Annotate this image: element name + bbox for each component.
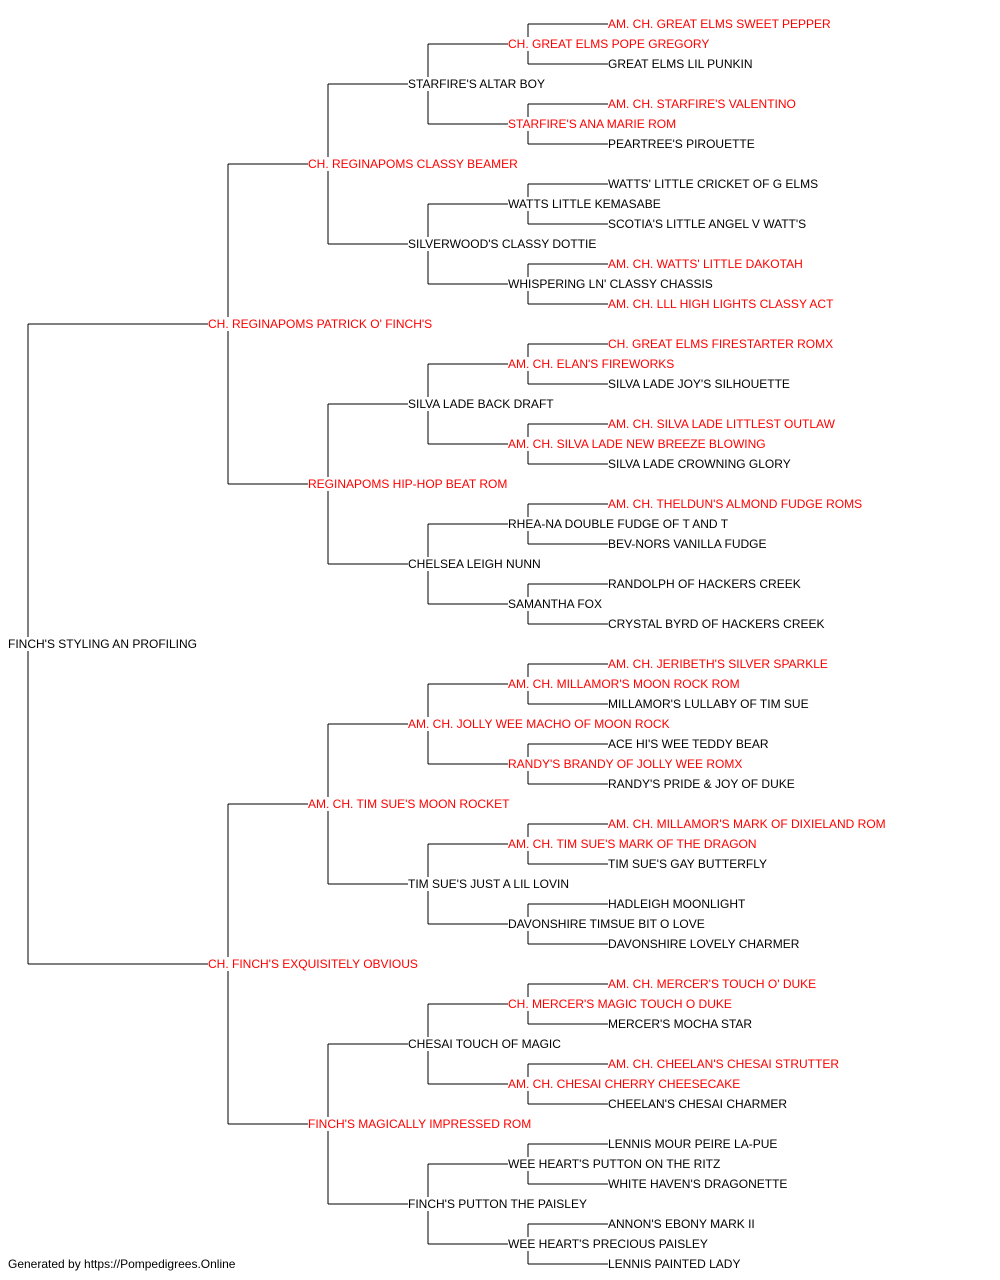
ancestor-name[interactable]: SILVA LADE BACK DRAFT: [408, 397, 556, 411]
ancestor-name[interactable]: SCOTIA'S LITTLE ANGEL V WATT'S: [608, 217, 809, 231]
ancestor-name[interactable]: CH. FINCH'S EXQUISITELY OBVIOUS: [208, 957, 420, 971]
ancestor-name[interactable]: HADLEIGH MOONLIGHT: [608, 897, 748, 911]
ancestor-name[interactable]: FINCH'S PUTTON THE PAISLEY: [408, 1197, 589, 1211]
ancestor-name[interactable]: AM. CH. MERCER'S TOUCH O' DUKE: [608, 977, 819, 991]
ancestor-name[interactable]: GREAT ELMS LIL PUNKIN: [608, 57, 755, 71]
ancestor-name[interactable]: AM. CH. MILLAMOR'S MOON ROCK ROM: [508, 677, 742, 691]
ancestor-name[interactable]: AM. CH. ELAN'S FIREWORKS: [508, 357, 677, 371]
ancestor-name[interactable]: ANNON'S EBONY MARK II: [608, 1217, 757, 1231]
ancestor-name[interactable]: AM. CH. TIM SUE'S MARK OF THE DRAGON: [508, 837, 759, 851]
ancestor-name[interactable]: CH. GREAT ELMS POPE GREGORY: [508, 37, 712, 51]
ancestor-name[interactable]: RANDY'S PRIDE & JOY OF DUKE: [608, 777, 797, 791]
ancestor-name[interactable]: LENNIS PAINTED LADY: [608, 1257, 743, 1271]
ancestor-name[interactable]: CH. REGINAPOMS PATRICK O' FINCH'S: [208, 317, 435, 331]
ancestor-name[interactable]: WHITE HAVEN'S DRAGONETTE: [608, 1177, 790, 1191]
ancestor-name[interactable]: CH. MERCER'S MAGIC TOUCH O DUKE: [508, 997, 734, 1011]
ancestor-name[interactable]: CHESAI TOUCH OF MAGIC: [408, 1037, 563, 1051]
ancestor-name[interactable]: WATTS LITTLE KEMASABE: [508, 197, 663, 211]
ancestor-name[interactable]: WEE HEART'S PRECIOUS PAISLEY: [508, 1237, 710, 1251]
ancestor-name[interactable]: MERCER'S MOCHA STAR: [608, 1017, 755, 1031]
ancestor-name[interactable]: AM. CH. SILVA LADE LITTLEST OUTLAW: [608, 417, 837, 431]
ancestor-name[interactable]: AM. CH. CHEELAN'S CHESAI STRUTTER: [608, 1057, 841, 1071]
ancestor-name[interactable]: PEARTREE'S PIROUETTE: [608, 137, 757, 151]
ancestor-name[interactable]: TIM SUE'S GAY BUTTERFLY: [608, 857, 769, 871]
ancestor-name[interactable]: STARFIRE'S ALTAR BOY: [408, 77, 547, 91]
ancestor-name[interactable]: RANDY'S BRANDY OF JOLLY WEE ROMX: [508, 757, 745, 771]
ancestor-name[interactable]: CH. GREAT ELMS FIRESTARTER ROMX: [608, 337, 836, 351]
ancestor-name[interactable]: WATTS' LITTLE CRICKET OF G ELMS: [608, 177, 821, 191]
ancestor-name[interactable]: DAVONSHIRE TIMSUE BIT O LOVE: [508, 917, 707, 931]
ancestor-name[interactable]: AM. CH. LLL HIGH LIGHTS CLASSY ACT: [608, 297, 836, 311]
ancestor-name[interactable]: ACE HI'S WEE TEDDY BEAR: [608, 737, 771, 751]
subject-dog-name[interactable]: FINCH'S STYLING AN PROFILING: [8, 637, 199, 651]
ancestor-name[interactable]: AM. CH. STARFIRE'S VALENTINO: [608, 97, 798, 111]
ancestor-name[interactable]: SAMANTHA FOX: [508, 597, 605, 611]
ancestor-name[interactable]: STARFIRE'S ANA MARIE ROM: [508, 117, 679, 131]
ancestor-name[interactable]: AM. CH. THELDUN'S ALMOND FUDGE ROMS: [608, 497, 865, 511]
ancestor-name[interactable]: FINCH'S MAGICALLY IMPRESSED ROM: [308, 1117, 534, 1131]
ancestor-name[interactable]: CRYSTAL BYRD OF HACKERS CREEK: [608, 617, 827, 631]
ancestor-name[interactable]: AM. CH. CHESAI CHERRY CHEESECAKE: [508, 1077, 743, 1091]
ancestor-name[interactable]: CH. REGINAPOMS CLASSY BEAMER: [308, 157, 520, 171]
ancestor-name[interactable]: REGINAPOMS HIP-HOP BEAT ROM: [308, 477, 510, 491]
ancestor-name[interactable]: CHELSEA LEIGH NUNN: [408, 557, 543, 571]
ancestor-name[interactable]: AM. CH. GREAT ELMS SWEET PEPPER: [608, 17, 833, 31]
ancestor-name[interactable]: AM. CH. WATTS' LITTLE DAKOTAH: [608, 257, 805, 271]
ancestor-name[interactable]: AM. CH. SILVA LADE NEW BREEZE BLOWING: [508, 437, 768, 451]
ancestor-name[interactable]: MILLAMOR'S LULLABY OF TIM SUE: [608, 697, 811, 711]
ancestor-name[interactable]: DAVONSHIRE LOVELY CHARMER: [608, 937, 802, 951]
ancestor-name[interactable]: RHEA-NA DOUBLE FUDGE OF T AND T: [508, 517, 731, 531]
ancestor-name[interactable]: WEE HEART'S PUTTON ON THE RITZ: [508, 1157, 723, 1171]
ancestor-name[interactable]: WHISPERING LN' CLASSY CHASSIS: [508, 277, 715, 291]
ancestor-name[interactable]: AM. CH. JOLLY WEE MACHO OF MOON ROCK: [408, 717, 672, 731]
ancestor-name[interactable]: BEV-NORS VANILLA FUDGE: [608, 537, 769, 551]
ancestor-name[interactable]: AM. CH. MILLAMOR'S MARK OF DIXIELAND ROM: [608, 817, 888, 831]
footer-credit: Generated by https://Pompedigrees.Online: [8, 1257, 236, 1271]
ancestor-name[interactable]: RANDOLPH OF HACKERS CREEK: [608, 577, 803, 591]
ancestor-name[interactable]: SILVA LADE CROWNING GLORY: [608, 457, 793, 471]
ancestor-name[interactable]: SILVA LADE JOY'S SILHOUETTE: [608, 377, 792, 391]
ancestor-name[interactable]: LENNIS MOUR PEIRE LA-PUE: [608, 1137, 780, 1151]
ancestor-name[interactable]: SILVERWOOD'S CLASSY DOTTIE: [408, 237, 599, 251]
ancestor-name[interactable]: AM. CH. TIM SUE'S MOON ROCKET: [308, 797, 512, 811]
ancestor-name[interactable]: TIM SUE'S JUST A LIL LOVIN: [408, 877, 572, 891]
ancestor-name[interactable]: AM. CH. JERIBETH'S SILVER SPARKLE: [608, 657, 830, 671]
ancestor-name[interactable]: CHEELAN'S CHESAI CHARMER: [608, 1097, 789, 1111]
